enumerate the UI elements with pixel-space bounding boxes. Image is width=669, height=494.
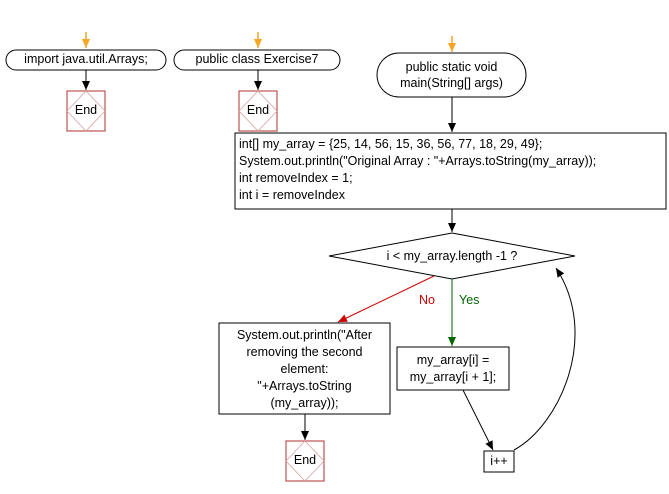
print-label-line2: removing the second	[246, 345, 363, 359]
end-node-print-diag4	[285, 460, 306, 482]
edge-assign-increment	[462, 389, 494, 451]
end-label-class: End	[246, 103, 270, 117]
print-label-line4: "+Arrays.toString	[257, 379, 352, 393]
condition-label: i < my_array.length -1 ?	[386, 249, 518, 263]
end-node-print-diag3	[304, 460, 325, 482]
end-node-print-diag1	[285, 440, 306, 462]
end-node-class-diag3	[257, 110, 278, 132]
end-node-print-diag2	[304, 440, 325, 462]
main-label-line1: public static void	[405, 60, 498, 74]
assign-node	[396, 346, 510, 391]
increment-label: i++	[490, 454, 508, 468]
print-label-line1: System.out.println("After	[236, 328, 373, 342]
class-node	[173, 49, 341, 71]
yes-label: Yes	[459, 293, 480, 307]
init-label-line4: int i = removeIndex	[239, 188, 345, 202]
end-node-import-diag1	[66, 90, 87, 112]
end-node-import-diag4	[66, 110, 87, 132]
init-label-line3: int removeIndex = 1;	[239, 171, 353, 185]
main-label-line2: main(String[] args)	[400, 76, 503, 90]
end-label-print: End	[293, 453, 317, 467]
end-node-import-diag2	[85, 90, 106, 112]
init-label-line1: int[] my_array = {25, 14, 56, 15, 36, 56…	[239, 137, 543, 151]
end-label-import: End	[74, 103, 98, 117]
class-label: public class Exercise7	[195, 52, 319, 66]
assign-label-line2: my_array[i + 1];	[409, 370, 497, 384]
edge-loop-back	[513, 267, 576, 451]
end-node-class-diag2	[257, 90, 278, 112]
no-label: No	[419, 293, 435, 307]
end-node-class-diag4	[238, 110, 259, 132]
end-node-class-diag1	[238, 90, 259, 112]
init-node	[234, 132, 667, 210]
end-node-import-diag3	[85, 110, 106, 132]
print-label-line3: element:	[280, 362, 329, 376]
edge-no	[337, 275, 435, 323]
print-node	[218, 322, 391, 415]
import-label: import java.util.Arrays;	[24, 52, 148, 66]
increment-node	[483, 450, 515, 473]
assign-label-line1: my_array[i] =	[416, 353, 490, 367]
init-label-line2: System.out.println("Original Array : "+A…	[239, 154, 597, 168]
print-label-line5: (my_array));	[270, 396, 339, 410]
